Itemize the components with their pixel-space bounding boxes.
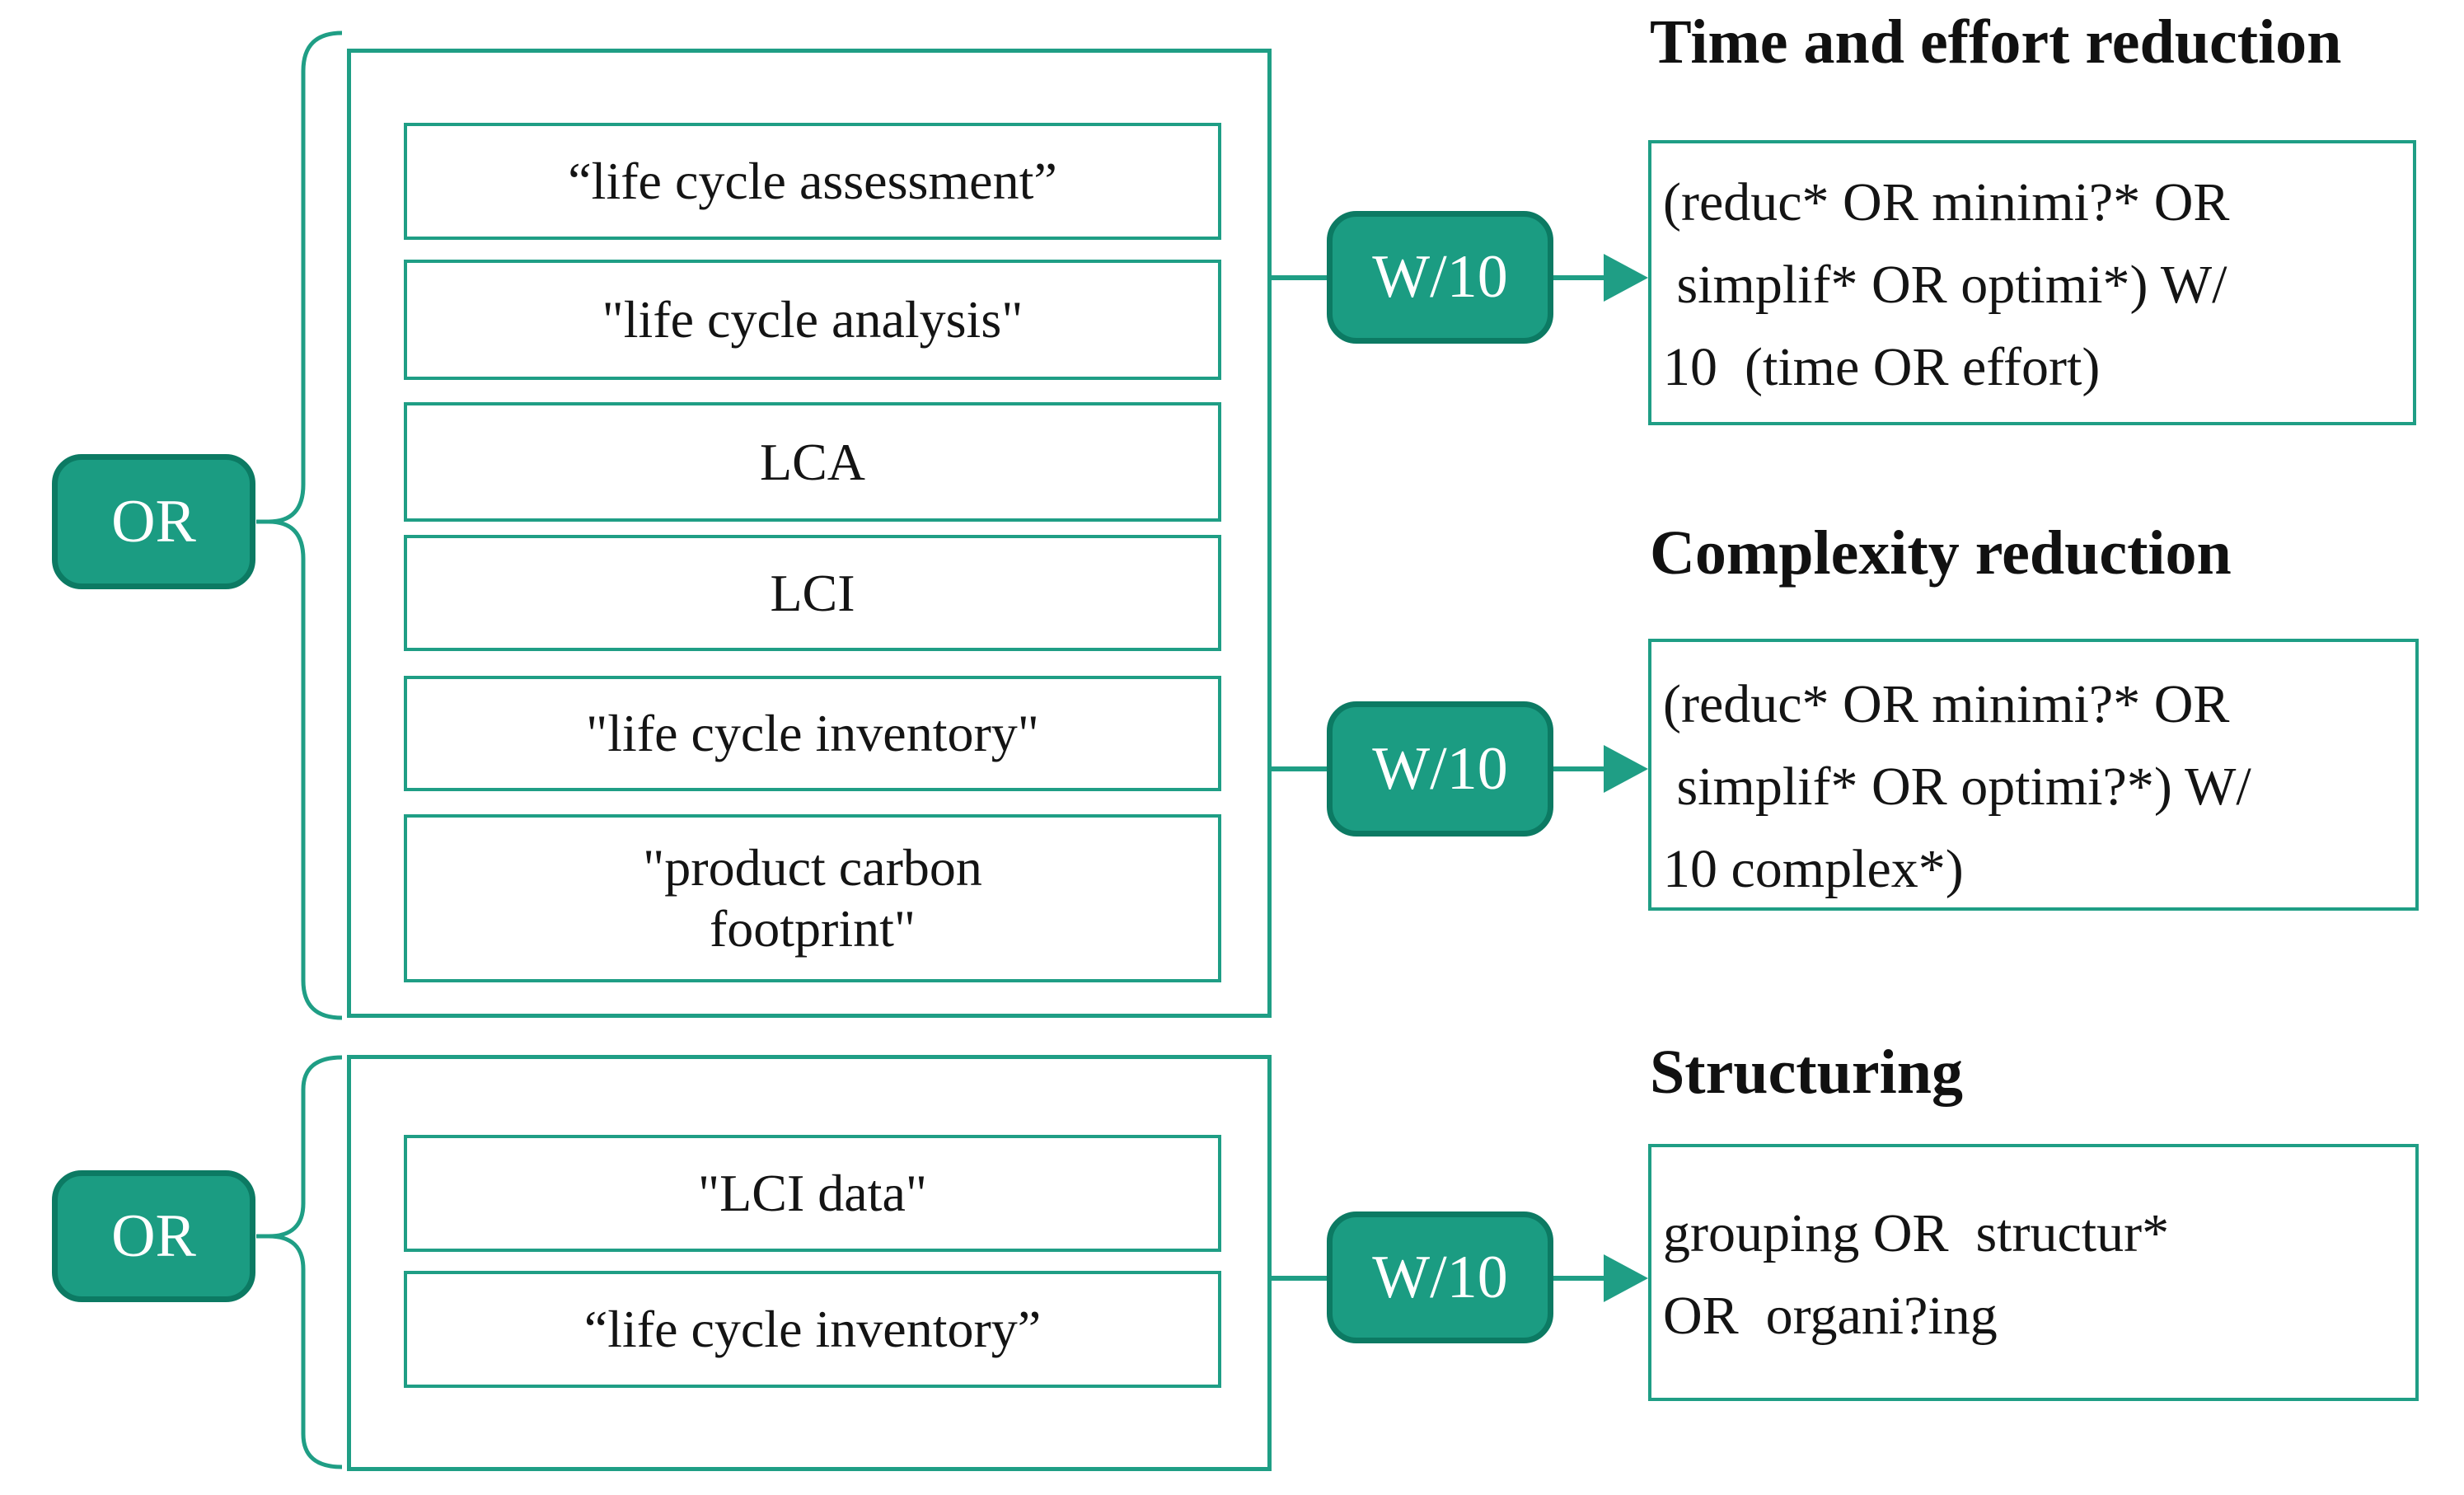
term-box-4-label: LCI xyxy=(770,563,855,622)
curly-brace-bottom xyxy=(268,1055,343,1469)
term-box-3-label: LCA xyxy=(760,432,865,491)
w10-operator-1-label: W/10 xyxy=(1372,243,1508,311)
term-box-7-label: "LCI data" xyxy=(698,1164,927,1223)
or-operator-2: OR xyxy=(52,1170,255,1302)
term-group-bottom: "LCI data" “life cycle inventory” xyxy=(347,1055,1272,1471)
term-group-top: “life cycle assessment” "life cycle anal… xyxy=(347,49,1272,1018)
term-box-1-label: “life cycle assessment” xyxy=(568,152,1057,211)
term-box-3: LCA xyxy=(404,402,1221,522)
result-2-line-3: 10 complex*) xyxy=(1663,839,1964,899)
w10-operator-3-label: W/10 xyxy=(1372,1243,1508,1311)
or-operator-2-label: OR xyxy=(111,1202,196,1270)
arrowhead-icon-1 xyxy=(1604,254,1648,302)
or-operator-1-label: OR xyxy=(111,487,196,555)
result-title-3: Structuring xyxy=(1650,1038,1963,1107)
result-3-line-1: grouping OR structur* xyxy=(1663,1203,2170,1263)
result-box-1: (reduc* OR minimi?* OR simplif* OR optim… xyxy=(1648,140,2416,425)
term-box-1: “life cycle assessment” xyxy=(404,123,1221,240)
result-2-line-2: simplif* OR optimi?*) W/ xyxy=(1663,757,2251,817)
result-title-1: Time and effort reduction xyxy=(1650,7,2342,77)
w10-operator-2-label: W/10 xyxy=(1372,734,1508,803)
result-box-2: (reduc* OR minimi?* OR simplif* OR optim… xyxy=(1648,639,2419,911)
result-1-line-2: simplif* OR optimi*) W/ xyxy=(1663,255,2227,315)
arrowhead-icon-2 xyxy=(1604,745,1648,793)
result-3-line-2: OR organi?ing xyxy=(1663,1286,1998,1346)
result-box-3: grouping OR structur* OR organi?ing xyxy=(1648,1144,2419,1401)
term-box-5: "life cycle inventory" xyxy=(404,676,1221,791)
term-box-2-label: "life cycle analysis" xyxy=(602,290,1024,349)
result-1-line-3: 10 (time OR effort) xyxy=(1663,337,2101,397)
term-box-8-label: “life cycle inventory” xyxy=(583,1300,1042,1359)
term-box-2: "life cycle analysis" xyxy=(404,260,1221,380)
term-box-6-label: "product carbon footprint" xyxy=(643,838,982,958)
w10-operator-2: W/10 xyxy=(1327,701,1553,837)
result-1-line-1: (reduc* OR minimi?* OR xyxy=(1663,172,2230,232)
term-box-7: "LCI data" xyxy=(404,1135,1221,1252)
curly-brace-top xyxy=(268,30,343,1020)
term-box-5-label: "life cycle inventory" xyxy=(586,704,1039,763)
term-box-4: LCI xyxy=(404,535,1221,651)
or-operator-1: OR xyxy=(52,454,255,589)
arrowhead-icon-3 xyxy=(1604,1254,1648,1302)
result-2-line-1: (reduc* OR minimi?* OR xyxy=(1663,674,2230,734)
w10-operator-1: W/10 xyxy=(1327,211,1553,344)
result-title-2: Complexity reduction xyxy=(1650,518,2232,588)
w10-operator-3: W/10 xyxy=(1327,1211,1553,1343)
term-box-6: "product carbon footprint" xyxy=(404,814,1221,982)
term-box-8: “life cycle inventory” xyxy=(404,1271,1221,1388)
